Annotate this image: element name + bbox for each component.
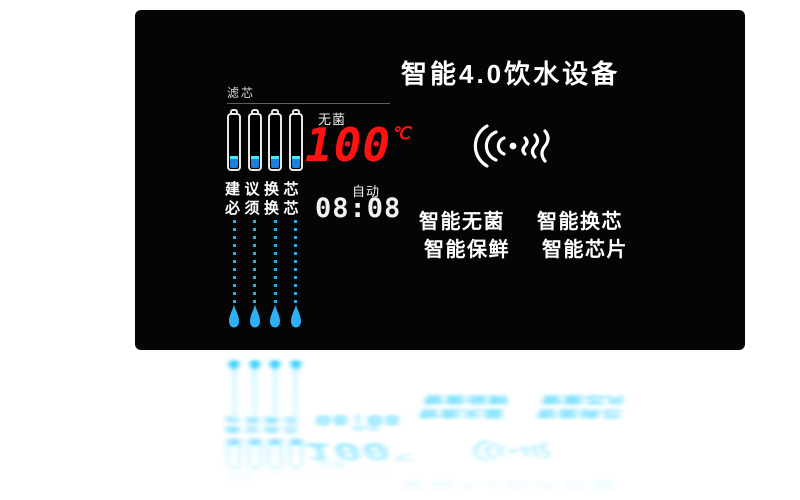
cartridge-body xyxy=(227,113,241,171)
filter-cartridges xyxy=(227,438,303,470)
cartridge-body xyxy=(247,438,262,468)
panel-content: 智能4.0饮水设备 滤芯 xyxy=(135,10,745,350)
filter-section-label: 滤芯 xyxy=(227,474,256,481)
temperature-display: 100℃ xyxy=(305,122,410,168)
panel-title: 智能4.0饮水设备 xyxy=(401,479,621,495)
display-panel: 智能4.0饮水设备 滤芯 xyxy=(135,10,745,350)
drip-line xyxy=(289,372,303,414)
filter-cartridge-icon xyxy=(227,109,241,171)
water-drop-icon xyxy=(268,304,282,328)
temperature-display: 100℃ xyxy=(305,438,411,465)
water-drops xyxy=(227,360,303,372)
feature-row: 智能无菌 智能换芯 xyxy=(419,407,623,422)
water-drop-icon xyxy=(289,304,303,328)
feature-item: 智能换芯 xyxy=(537,407,623,419)
drip-lines xyxy=(227,220,303,304)
water-drops xyxy=(227,304,303,328)
filter-cartridge-icon xyxy=(227,438,241,470)
panel-title: 智能4.0饮水设备 xyxy=(401,59,621,89)
cartridge-body xyxy=(247,113,262,171)
filter-divider xyxy=(227,103,390,104)
advice-must-text: 必须换芯 xyxy=(225,415,304,425)
auto-label: 自动 xyxy=(352,184,381,199)
filter-section-label: 滤芯 xyxy=(227,86,256,100)
drip-line xyxy=(248,372,262,414)
cartridge-cap xyxy=(271,467,280,470)
wireless-signal-icon xyxy=(463,436,559,465)
feature-item: 智能芯片 xyxy=(542,239,628,261)
advice-suggest-text: 建议换芯 xyxy=(225,181,304,198)
water-level-indicator xyxy=(291,440,300,446)
filter-cartridge-icon xyxy=(247,438,262,470)
water-drop-icon xyxy=(227,360,241,372)
filter-cartridges xyxy=(227,109,303,171)
water-drop-icon xyxy=(248,304,262,328)
water-level-indicator xyxy=(271,440,280,446)
filter-cartridge-icon xyxy=(268,438,283,470)
water-drop-icon xyxy=(248,360,262,372)
cartridge-body xyxy=(268,113,283,171)
drip-line xyxy=(289,220,303,304)
wireless-signal-icon xyxy=(463,120,559,177)
temperature-value: 100 xyxy=(305,438,392,465)
cartridge-cap xyxy=(250,109,259,114)
sterile-label: 无菌 xyxy=(318,460,347,469)
drip-line xyxy=(227,372,241,414)
feature-row: 智能保鲜 智能芯片 xyxy=(424,233,628,262)
feature-item: 智能无菌 xyxy=(419,407,505,419)
feature-item: 智能换芯 xyxy=(537,211,623,233)
water-level-indicator xyxy=(230,440,238,446)
clock-display: 08:08 xyxy=(315,193,402,224)
water-level-indicator xyxy=(271,156,280,168)
cartridge-cap xyxy=(291,109,300,114)
advice-must-text: 必须换芯 xyxy=(225,200,304,217)
feature-row: 智能无菌 智能换芯 xyxy=(419,205,623,234)
filter-divider xyxy=(227,472,390,473)
water-level-indicator xyxy=(250,156,259,168)
feature-item: 智能保鲜 xyxy=(424,393,510,405)
water-level-indicator xyxy=(230,156,238,168)
water-drop-icon xyxy=(289,360,303,372)
cartridge-body xyxy=(288,113,303,171)
cartridge-cap xyxy=(230,109,238,114)
filter-cartridge-icon xyxy=(268,109,283,171)
cartridge-body xyxy=(268,438,283,468)
clock-display: 08:08 xyxy=(315,412,402,428)
temperature-unit: ℃ xyxy=(391,452,411,462)
filter-cartridge-icon xyxy=(288,438,303,470)
feature-row: 智能保鲜 智能芯片 xyxy=(424,393,628,408)
water-drop-icon xyxy=(268,360,282,372)
cartridge-cap xyxy=(271,109,280,114)
panel-reflection-inner: 智能4.0饮水设备 滤芯 xyxy=(135,349,745,500)
feature-item: 智能保鲜 xyxy=(424,239,510,261)
temperature-value: 100 xyxy=(305,118,392,172)
panel-content: 智能4.0饮水设备 滤芯 xyxy=(135,349,745,500)
auto-label: 自动 xyxy=(352,424,381,433)
sterile-label: 无菌 xyxy=(318,112,347,127)
drip-line xyxy=(268,220,282,304)
feature-item: 智能无菌 xyxy=(419,211,505,233)
cartridge-cap xyxy=(250,467,259,470)
water-drop-icon xyxy=(227,304,241,328)
filter-cartridge-icon xyxy=(288,109,303,171)
panel-reflection: 智能4.0饮水设备 滤芯 xyxy=(135,349,745,500)
temperature-unit: ℃ xyxy=(391,124,411,144)
water-level-indicator xyxy=(250,440,259,446)
cartridge-cap xyxy=(230,467,238,470)
advice-suggest-text: 建议换芯 xyxy=(225,425,304,434)
cartridge-cap xyxy=(291,467,300,470)
cartridge-body xyxy=(288,438,303,468)
drip-line xyxy=(268,372,282,414)
drip-line xyxy=(248,220,262,304)
drip-lines xyxy=(227,372,303,414)
drip-line xyxy=(227,220,241,304)
water-level-indicator xyxy=(291,156,300,168)
feature-item: 智能芯片 xyxy=(542,393,628,405)
cartridge-body xyxy=(227,438,241,468)
filter-cartridge-icon xyxy=(247,109,262,171)
